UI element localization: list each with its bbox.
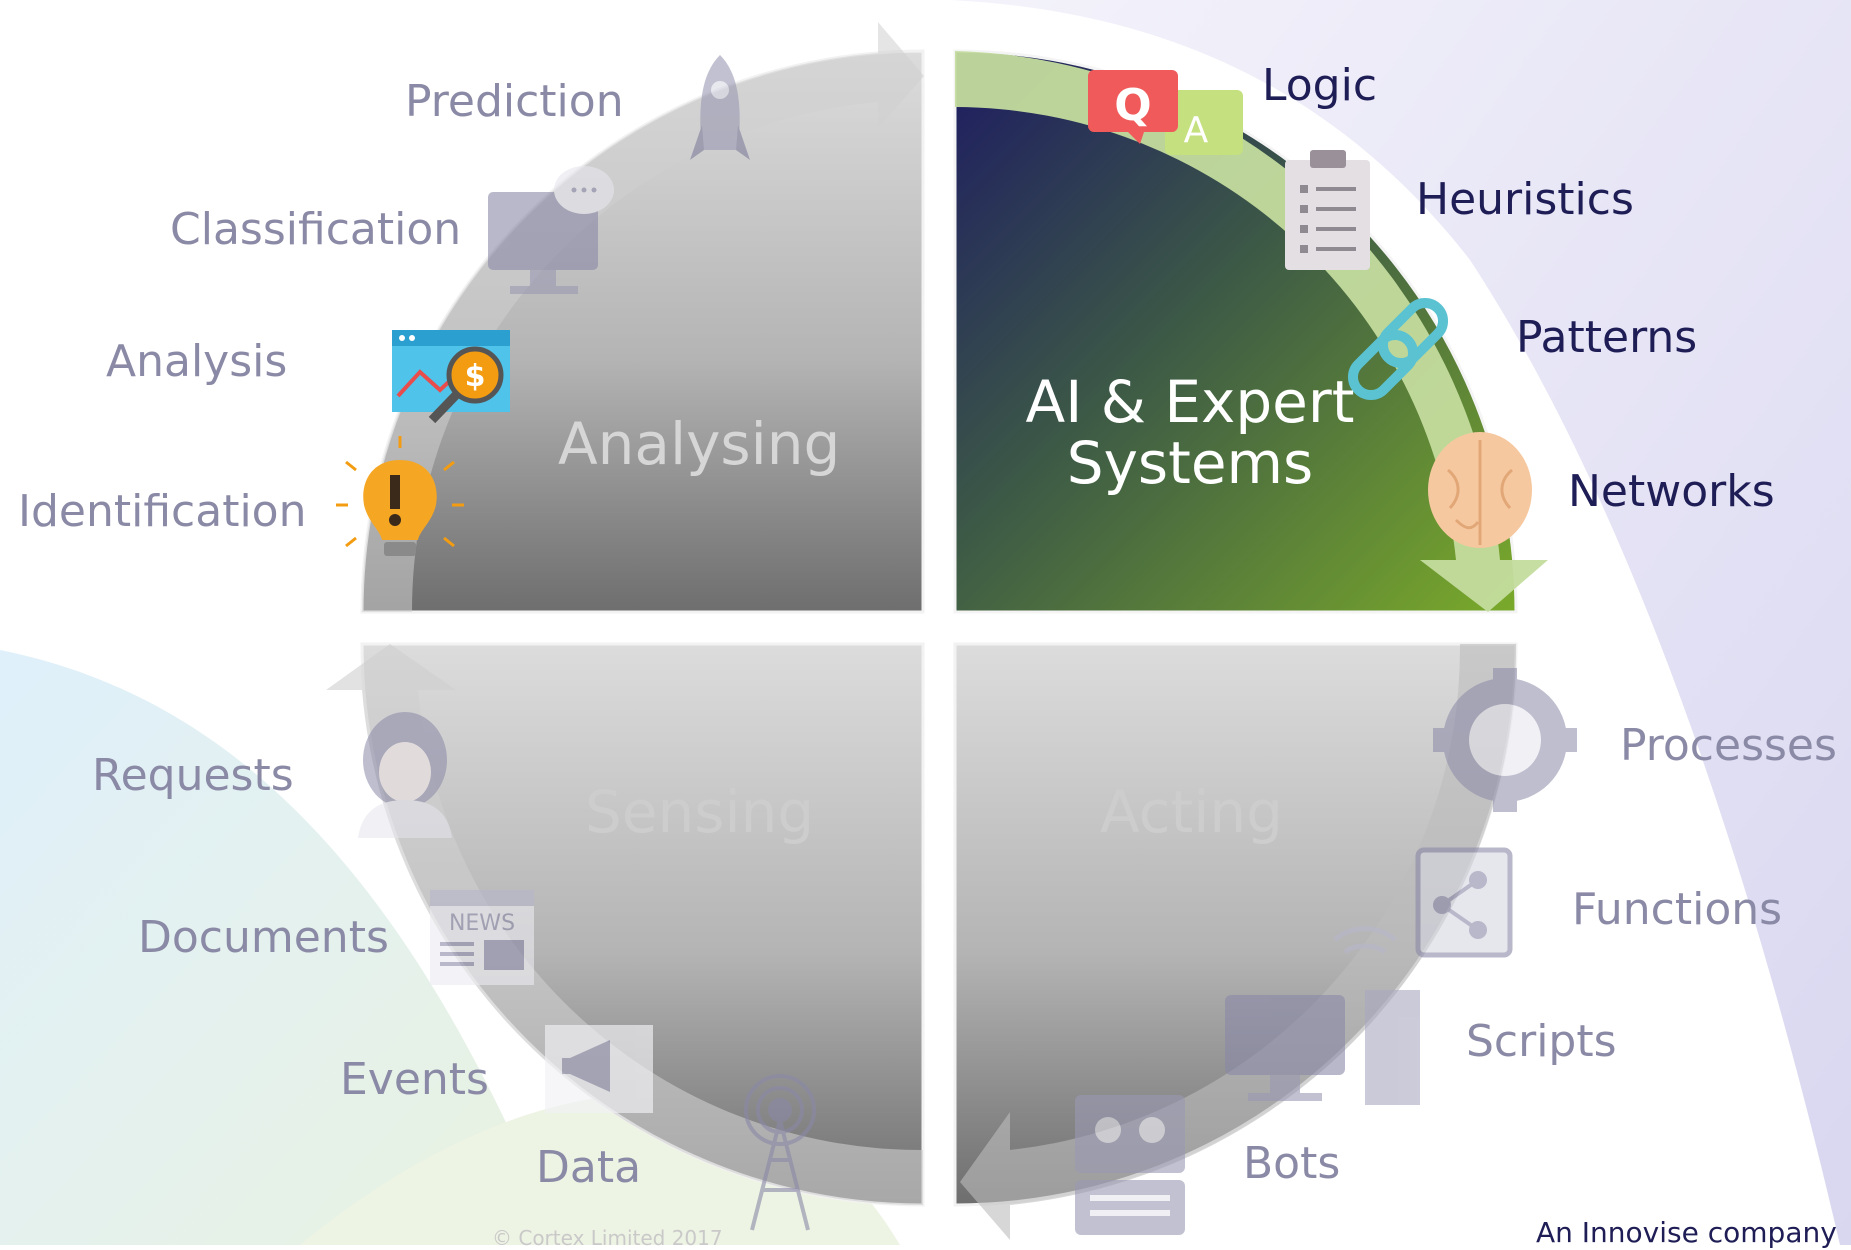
copyright-text: © Cortex Limited 2017: [492, 1226, 723, 1250]
monitor-chat-icon: [488, 166, 614, 294]
label-classification: Classification: [170, 204, 462, 255]
background-wash-right: [950, 0, 1851, 1245]
acting-title: Acting: [1100, 778, 1283, 846]
label-events: Events: [340, 1054, 489, 1105]
gear-icon: [1433, 668, 1577, 812]
newspaper-icon: NEWS: [430, 890, 534, 985]
qa-q-letter: Q: [1114, 80, 1151, 131]
chain-link-icon: [1347, 297, 1449, 401]
news-label: NEWS: [449, 911, 515, 936]
ai-title-line1: AI & Expert: [1025, 368, 1355, 436]
analysing-title: Analysing: [558, 410, 841, 478]
label-analysis: Analysis: [106, 336, 288, 387]
ai-title-line2: Systems: [1066, 428, 1314, 497]
qa-icon: Q A: [1088, 70, 1243, 155]
label-identification: Identification: [18, 486, 307, 537]
finance-symbol: $: [465, 359, 486, 394]
share-icon: [1415, 847, 1513, 958]
clipboard-icon: [1285, 150, 1370, 270]
finance-analysis-icon: $: [392, 330, 510, 424]
robot-keyboard-icon: [1075, 1095, 1185, 1235]
support-agent-icon: [358, 712, 452, 838]
label-processes: Processes: [1620, 720, 1837, 771]
company-text: An Innovise company: [1536, 1216, 1837, 1249]
ai-title: AI & Expert Systems: [1020, 372, 1360, 494]
megaphone-icon: [545, 1025, 653, 1113]
background-wash-left: [0, 650, 560, 1245]
sensing-title: Sensing: [585, 778, 815, 846]
label-functions: Functions: [1572, 884, 1783, 935]
computer-wifi-icon: [1225, 926, 1420, 1105]
label-patterns: Patterns: [1516, 312, 1698, 363]
lightbulb-icon: [336, 436, 464, 556]
rocket-icon: [690, 55, 750, 160]
label-bots: Bots: [1243, 1138, 1341, 1189]
label-requests: Requests: [92, 750, 294, 801]
label-prediction: Prediction: [405, 76, 624, 127]
label-heuristics: Heuristics: [1416, 174, 1634, 225]
ai-arrow: [955, 51, 1548, 612]
label-scripts: Scripts: [1466, 1016, 1617, 1067]
label-documents: Documents: [138, 912, 389, 963]
label-networks: Networks: [1568, 466, 1775, 517]
radio-tower-icon: [744, 1074, 816, 1231]
label-data: Data: [536, 1142, 642, 1193]
qa-a-letter: A: [1184, 110, 1209, 151]
analysing-arrow: [362, 22, 924, 612]
label-logic: Logic: [1262, 60, 1378, 111]
brain-icon: [1428, 432, 1532, 548]
